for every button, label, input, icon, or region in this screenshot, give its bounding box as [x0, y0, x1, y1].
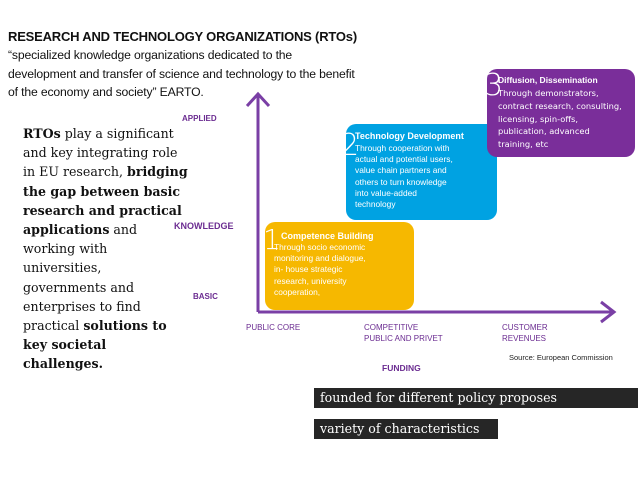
box-1-line-3: in- house strategic — [274, 264, 343, 275]
box-3-line-4: publication, advanced — [498, 126, 590, 137]
x-label-customer: CUSTOMER REVENUES — [502, 322, 548, 344]
box-2-body: Through cooperation with actual and pote… — [355, 143, 453, 210]
box-1-number: 1 — [263, 223, 281, 256]
box-3-line-5: training, etc — [498, 139, 549, 150]
page-title: RESEARCH AND TECHNOLOGY ORGANIZATIONS (R… — [8, 29, 357, 44]
box-competence-building: 1 Competence Building Through socio econ… — [263, 222, 414, 310]
rto-text-1: play a significant and key integrating r… — [23, 126, 178, 180]
box-3-line-1: Through demonstrators, — [498, 88, 599, 98]
quote-line-2: development and transfer of science and … — [8, 67, 355, 81]
box-3-body: Through demonstrators, contract research… — [498, 87, 622, 151]
x-label-competitive-line-2: PUBLIC AND PRIVET — [364, 334, 443, 343]
box-2-line-6: technology — [355, 199, 396, 210]
box-2-title: Technology Development — [355, 131, 464, 141]
y-axis-arrowhead — [245, 91, 271, 108]
rto-text-2: and working with universities, governmen… — [23, 222, 141, 334]
box-2-line-1: Through cooperation with — [355, 143, 450, 153]
rto-solutions-text: solutions to key societal challenges. — [23, 318, 167, 372]
box-1-line-5: cooperation, — [274, 286, 321, 297]
y-label-knowledge: KNOWLEDGE — [174, 221, 234, 231]
box-2-line-5: into value-added — [355, 187, 417, 198]
x-label-competitive: COMPETITIVE PUBLIC AND PRIVET — [364, 322, 443, 344]
box-3-title: Diffusion, Dissemination — [498, 75, 598, 85]
box-2-line-3: value chain partners and — [355, 165, 447, 176]
box-2-line-2: actual and potential users, — [355, 154, 453, 165]
band-characteristics: variety of characteristics — [314, 419, 498, 439]
box-1-body: Through socio economic monitoring and di… — [274, 242, 366, 298]
x-label-customer-line-2: REVENUES — [502, 334, 547, 343]
box-3-line-3: licensing, spin-offs, — [498, 113, 579, 124]
y-label-applied: APPLIED — [182, 114, 217, 123]
box-2-line-4: others to turn knowledge — [355, 176, 447, 187]
box-1-line-1: Through socio economic — [274, 242, 366, 252]
x-label-funding: FUNDING — [382, 363, 421, 373]
box-3-line-2: contract research, consulting, — [498, 100, 622, 111]
x-axis-arrowhead — [600, 300, 617, 324]
box-1-line-4: research, university — [274, 275, 347, 286]
quote-line-3: of the economy and society” EARTO. — [8, 85, 204, 99]
box-2-number: 2 — [340, 128, 360, 163]
rto-description: RTOs play a significant and key integrat… — [23, 124, 188, 374]
x-label-customer-line-1: CUSTOMER — [502, 323, 548, 332]
band-policy: founded for different policy proposes — [314, 388, 638, 408]
box-technology-development: 2 Technology Development Through coopera… — [340, 124, 497, 220]
y-label-basic: BASIC — [193, 292, 218, 301]
x-label-competitive-line-1: COMPETITIVE — [364, 323, 419, 332]
rto-term: RTOs — [23, 126, 61, 141]
rto-bridge-text: bridging the gap between basic research … — [23, 164, 188, 238]
box-3-number: 3 — [484, 68, 504, 103]
x-label-public-core: PUBLIC CORE — [246, 323, 301, 332]
box-diffusion-dissemination: 3 Diffusion, Dissemination Through demon… — [484, 68, 635, 157]
box-1-line-2: monitoring and dialogue, — [274, 253, 366, 264]
quote-line-1: “specialized knowledge organizations ded… — [8, 48, 293, 62]
source-note: Source: European Commission — [509, 353, 613, 362]
box-1-title: Competence Building — [281, 231, 374, 241]
